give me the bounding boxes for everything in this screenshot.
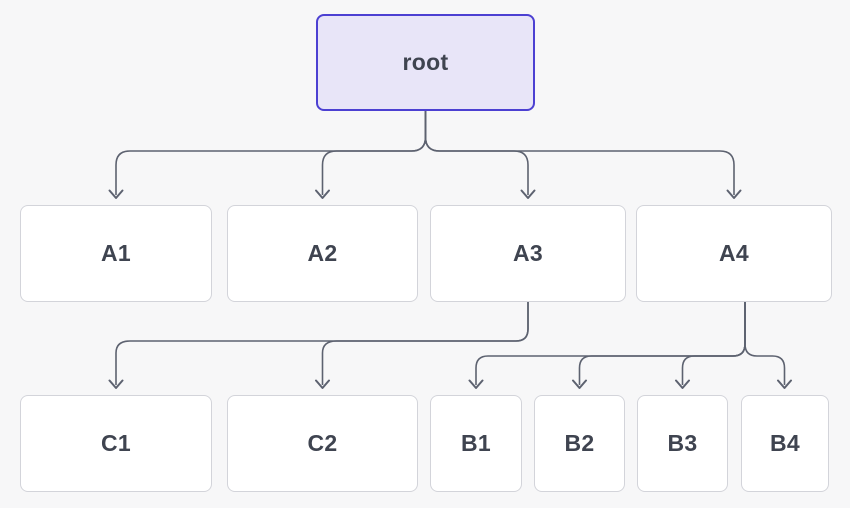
node-b1[interactable]: B1	[430, 395, 522, 492]
edge-a4-b1	[468, 302, 746, 389]
node-b2[interactable]: B2	[534, 395, 625, 492]
arrowhead-icon	[675, 379, 690, 389]
edge-root-a3	[424, 111, 536, 199]
node-a3-label: A3	[512, 240, 543, 266]
arrowhead-icon	[777, 379, 792, 389]
edge-a4-b3	[675, 302, 746, 389]
edge-a4-b4	[744, 302, 792, 389]
edge-root-a4	[424, 111, 742, 199]
node-root[interactable]: root	[316, 14, 535, 111]
node-a2[interactable]: A2	[227, 205, 418, 302]
node-c1-label: C1	[100, 430, 131, 456]
node-c2-label: C2	[307, 430, 338, 456]
node-a3[interactable]: A3	[430, 205, 626, 302]
node-a4-label: A4	[718, 240, 749, 266]
edge-a3-c2	[315, 302, 529, 389]
arrowhead-icon	[108, 189, 124, 199]
arrowhead-icon	[726, 189, 742, 199]
edge-root-a2	[315, 111, 427, 199]
arrowhead-icon	[108, 379, 124, 389]
node-a2-label: A2	[307, 240, 338, 266]
node-a1[interactable]: A1	[20, 205, 212, 302]
edge-root-a1	[108, 111, 427, 199]
edge-a4-b2	[572, 302, 746, 389]
node-b1-label: B1	[460, 430, 491, 456]
node-a4[interactable]: A4	[636, 205, 832, 302]
node-b4[interactable]: B4	[741, 395, 829, 492]
node-root-label: root	[402, 49, 449, 75]
node-b3-label: B3	[667, 430, 698, 456]
arrowhead-icon	[572, 379, 587, 389]
arrowhead-icon	[520, 189, 536, 199]
node-c1[interactable]: C1	[20, 395, 212, 492]
node-b4-label: B4	[769, 430, 800, 456]
node-b3[interactable]: B3	[637, 395, 728, 492]
node-c2[interactable]: C2	[227, 395, 418, 492]
arrowhead-icon	[468, 379, 484, 389]
node-a1-label: A1	[100, 240, 131, 266]
arrowhead-icon	[315, 379, 330, 389]
node-b2-label: B2	[564, 430, 595, 456]
edge-a3-c1	[108, 302, 529, 389]
arrowhead-icon	[315, 189, 330, 199]
